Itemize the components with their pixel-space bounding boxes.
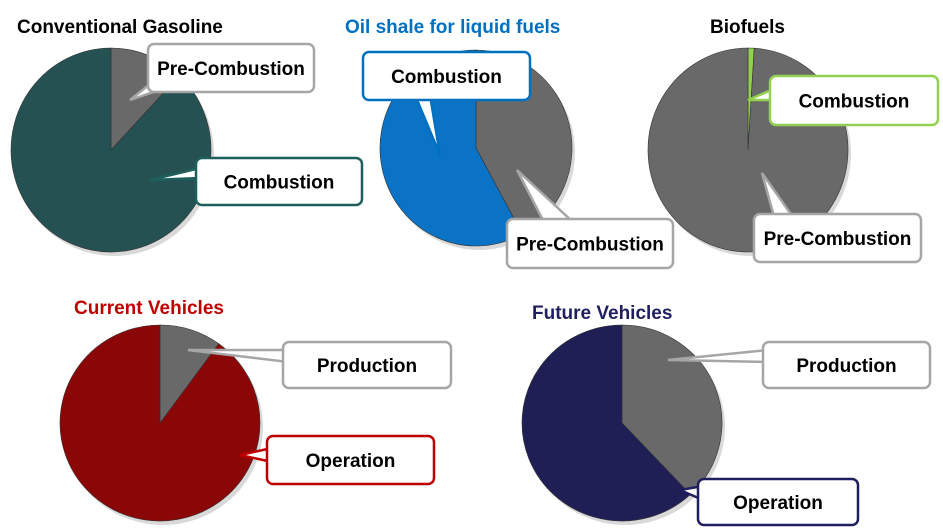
- slice-label: Pre-Combustion: [764, 229, 912, 250]
- slice-label: Pre-Combustion: [157, 59, 305, 80]
- callout-operation: Operation: [239, 434, 436, 486]
- callout-combustion: Combustion: [361, 50, 532, 156]
- pie-slice-operation: [521, 324, 691, 522]
- slice-label: Operation: [733, 493, 823, 514]
- callout-box: [361, 50, 532, 102]
- callout-box: [696, 477, 860, 527]
- callout-box: [505, 217, 675, 270]
- callout-pre-combustion: Pre-Combustion: [752, 172, 923, 264]
- callout-box: [281, 340, 453, 390]
- slice-label: Operation: [306, 451, 396, 472]
- callout-box: [265, 434, 436, 486]
- pie-slice-combustion: [10, 47, 212, 253]
- callout-pre-combustion: Pre-Combustion: [505, 169, 675, 270]
- callout-pre-combustion: Pre-Combustion: [129, 42, 316, 102]
- slice-label: Production: [796, 356, 896, 377]
- pie-slice-production: [621, 324, 723, 495]
- callout-operation: Operation: [675, 477, 860, 527]
- chart-title: Oil shale for liquid fuels: [345, 17, 560, 38]
- callout-box: [752, 212, 923, 264]
- chart-title: Biofuels: [710, 17, 785, 38]
- slice-label: Pre-Combustion: [516, 235, 664, 256]
- callout-combustion: Combustion: [747, 74, 940, 127]
- callout-box: [768, 74, 940, 127]
- slice-label: Production: [317, 356, 417, 377]
- pie-chart-conventional-gasoline: Conventional GasolinePre-CombustionCombu…: [10, 17, 364, 256]
- pie-slice-operation: [59, 324, 261, 522]
- chart-title: Future Vehicles: [532, 303, 672, 324]
- slice-label: Combustion: [391, 67, 502, 88]
- chart-title: Conventional Gasoline: [17, 17, 223, 38]
- callout-production: Production: [187, 340, 453, 390]
- slice-label: Combustion: [799, 92, 910, 113]
- callout-box: [146, 42, 316, 94]
- callout-box: [194, 156, 364, 207]
- pie-chart-oil-shale-for-liquid-fuels: Oil shale for liquid fuelsPre-Combustion…: [345, 17, 675, 270]
- slice-label: Combustion: [224, 173, 335, 194]
- callout-combustion: Combustion: [149, 156, 364, 207]
- callout-box: [761, 340, 932, 390]
- chart-title: Current Vehicles: [74, 298, 224, 319]
- callout-production: Production: [667, 340, 932, 390]
